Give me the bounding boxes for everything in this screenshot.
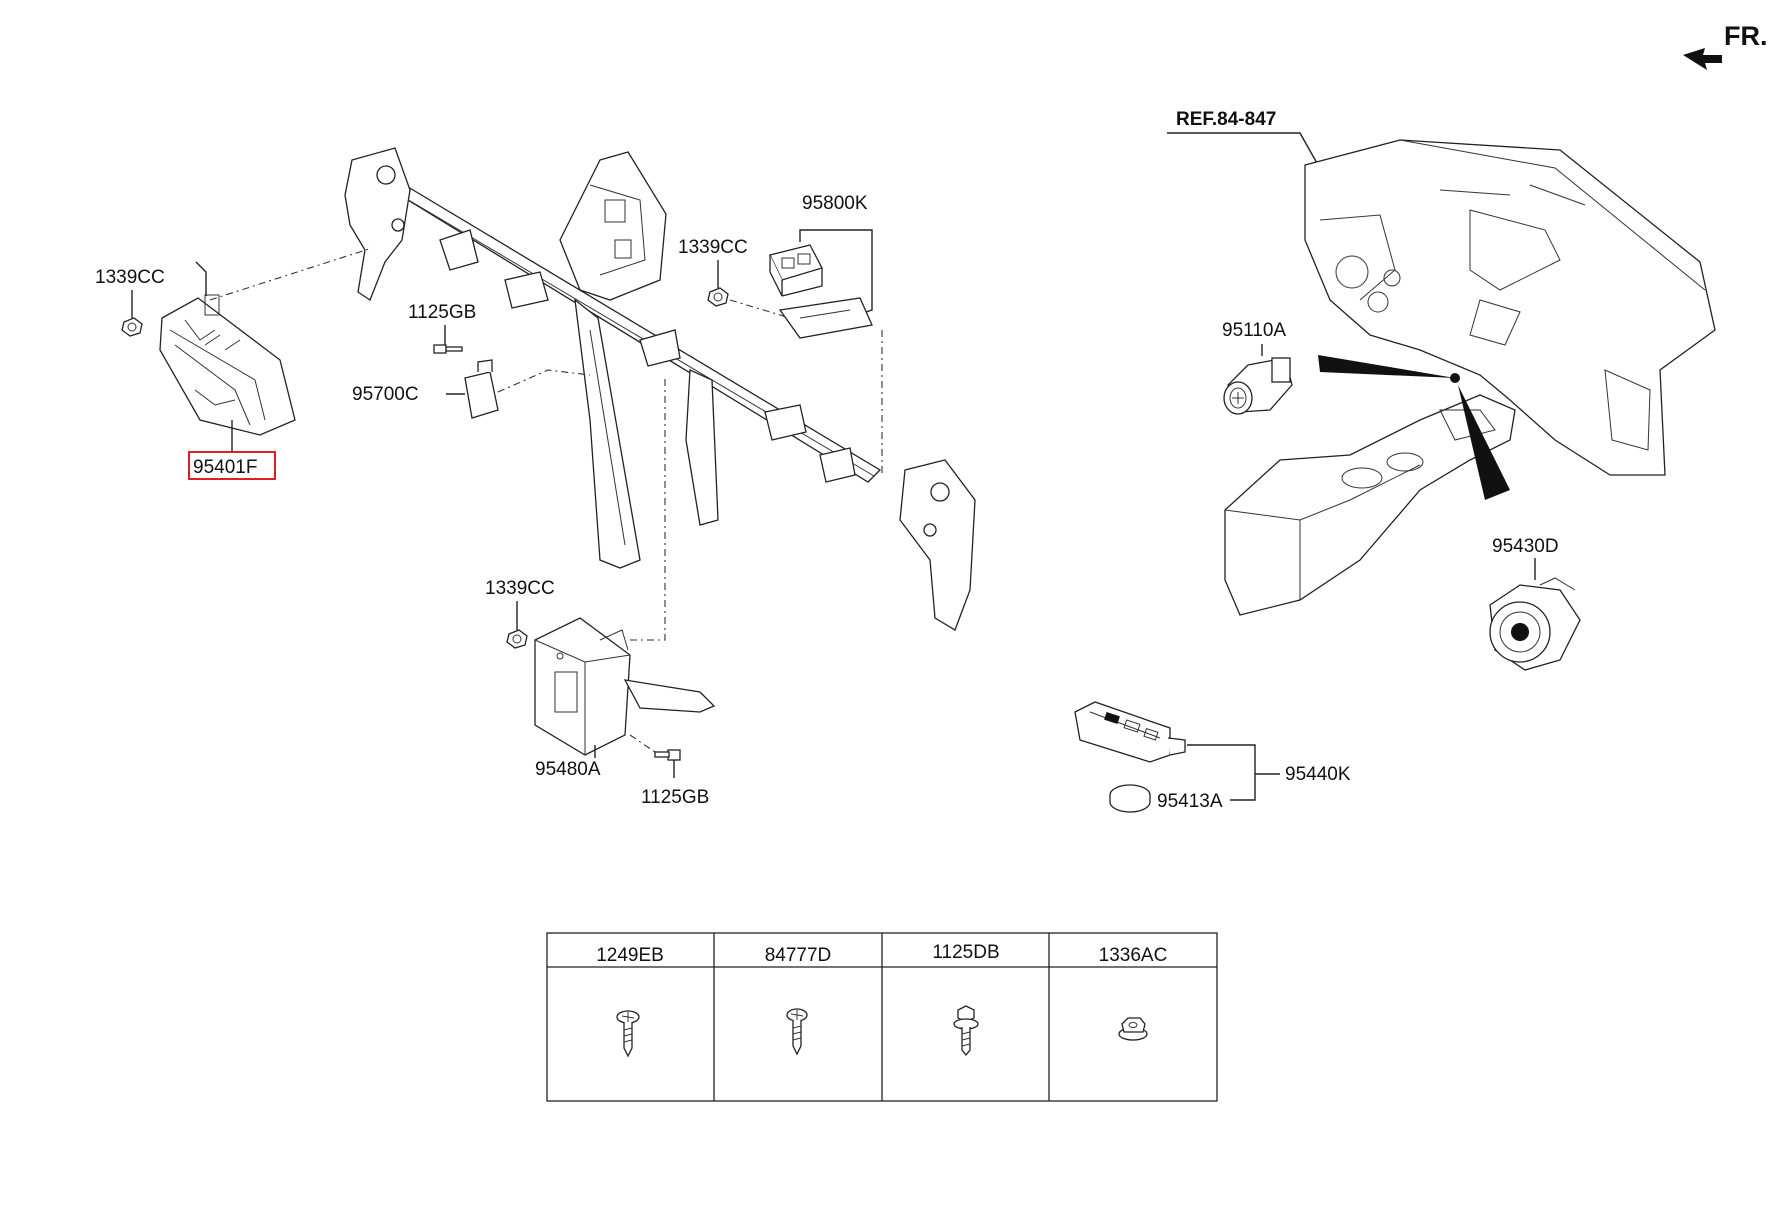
leader-95700c-dash: [497, 369, 591, 393]
callout-95800k[interactable]: 95800K: [802, 193, 868, 214]
bolt-icon: [433, 344, 463, 354]
smart-key-module-95480a[interactable]: [534, 617, 716, 756]
callout-95413a[interactable]: 95413A: [1157, 791, 1223, 812]
table-header-1249eb[interactable]: 1249EB: [596, 945, 664, 966]
fastener-table: 1249EB 84777D 1125DB 1336AC: [546, 932, 1218, 1102]
leader-1339cc-mid-dash: [729, 299, 791, 319]
front-direction-indicator: FR.: [1683, 21, 1768, 70]
callout-95401f[interactable]: 95401F: [193, 457, 257, 478]
reference-label[interactable]: REF.84-847: [1176, 109, 1276, 130]
pointer-wedge-icon: [1318, 355, 1455, 378]
screw-pan-head-icon: [786, 1008, 808, 1056]
callout-1339cc-low[interactable]: 1339CC: [485, 578, 555, 599]
connector-module-95800k[interactable]: [769, 244, 823, 297]
front-label: FR.: [1724, 21, 1768, 51]
callout-95700c[interactable]: 95700C: [352, 384, 419, 405]
callout-95440k[interactable]: 95440K: [1285, 764, 1351, 785]
leader-95480a-dash: [630, 378, 666, 641]
location-dot-icon: [1450, 373, 1460, 383]
start-stop-button-95430d[interactable]: [1489, 577, 1581, 671]
callout-1339cc-left[interactable]: 1339CC: [95, 267, 165, 288]
leader-1125gb-low-dash: [629, 734, 656, 753]
bolt-icon: [654, 749, 681, 761]
nut-icon: [707, 287, 729, 307]
highlight-box: [188, 451, 276, 480]
reference-callout[interactable]: REF.84-847: [1167, 109, 1319, 166]
cowl-crossbar-assembly: [344, 147, 976, 631]
leader-95440k-bracket: [1187, 744, 1256, 801]
callout-95110a[interactable]: 95110A: [1222, 320, 1286, 341]
nut-icon: [506, 629, 528, 649]
leader-95401f-to-crossbar: [209, 247, 373, 301]
smart-key-fob-95440k[interactable]: [1074, 701, 1186, 763]
table-header-1336ac[interactable]: 1336AC: [1099, 945, 1168, 966]
table-header-1125db[interactable]: 1125DB: [932, 942, 999, 963]
sensor-module-95700c[interactable]: [464, 359, 499, 419]
callout-1339cc-mid[interactable]: 1339CC: [678, 237, 748, 258]
key-cylinder-95110a[interactable]: [1223, 357, 1293, 415]
nut-icon: [121, 317, 143, 337]
pointer-wedge-icon: [1458, 385, 1510, 500]
nut-flange-icon: [1118, 1017, 1148, 1041]
screw-pan-head-icon: [616, 1010, 640, 1058]
bracket-95800k: [778, 297, 873, 339]
reference-leader: [1167, 132, 1319, 166]
leader-95401f-top: [195, 261, 207, 296]
callout-95430d[interactable]: 95430D: [1492, 536, 1559, 557]
table-header-84777d[interactable]: 84777D: [765, 945, 832, 966]
callout-95480a[interactable]: 95480A: [535, 759, 601, 780]
bolt-flange-icon: [953, 1005, 979, 1057]
callout-1125gb-low[interactable]: 1125GB: [641, 787, 709, 808]
callout-1125gb-top[interactable]: 1125GB: [408, 302, 476, 323]
instrument-panel: [1304, 139, 1716, 476]
body-control-module-95401f[interactable]: [159, 294, 296, 436]
coin-battery-95413a[interactable]: [1109, 784, 1151, 813]
arrow-icon: [1683, 48, 1722, 70]
